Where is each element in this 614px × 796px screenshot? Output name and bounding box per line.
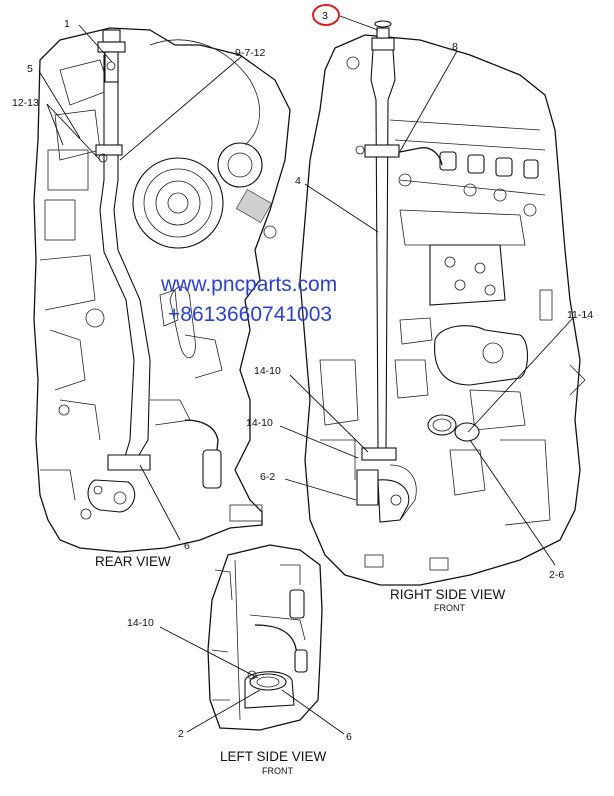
right-view-leaders [279, 15, 574, 566]
highlight-circle-callout-3 [312, 4, 340, 26]
callout-2-left: 2 [178, 728, 184, 740]
left-view-title: LEFT SIDE VIEW [220, 749, 327, 764]
left-view-drawing [207, 544, 323, 731]
rear-view-title: REAR VIEW [95, 554, 171, 569]
callout-8: 8 [452, 41, 458, 53]
right-view-subtitle: FRONT [434, 603, 465, 613]
injector-caps [439, 151, 539, 179]
callout-1: 1 [64, 18, 70, 30]
callout-14-10-a: 14-10 [254, 365, 281, 377]
callout-14-10-b: 14-10 [246, 417, 273, 429]
right-view-drawing [299, 20, 586, 586]
watermark-url: www.pncparts.com [160, 273, 337, 296]
left-view-subtitle: FRONT [262, 766, 293, 776]
callout-6-left: 6 [346, 731, 352, 743]
left-view-leaders [159, 626, 345, 735]
callout-6-2: 6-2 [260, 471, 275, 483]
callout-9-7-12: 9-7-12 [235, 47, 266, 59]
callout-5: 5 [27, 63, 33, 75]
callout-6-rear: 6 [184, 540, 190, 552]
rear-view-leaders [38, 24, 243, 541]
callout-4: 4 [295, 175, 301, 187]
right-view-title: RIGHT SIDE VIEW [390, 587, 506, 602]
callout-3: 3 [322, 10, 328, 22]
callout-14-10-left: 14-10 [127, 617, 154, 629]
callout-labels: 1 5 12-13 9-7-12 6 3 8 4 14-10 14-10 6-2… [12, 10, 593, 743]
watermark-phone: +8613660741003 [168, 303, 332, 326]
callout-2-6: 2-6 [549, 569, 564, 581]
callout-12-13: 12-13 [12, 97, 39, 109]
callout-11-14: 11-14 [567, 309, 593, 321]
view-titles: REAR VIEW RIGHT SIDE VIEW FRONT LEFT SID… [95, 554, 506, 776]
watermark: www.pncparts.com +8613660741003 [160, 273, 337, 326]
rear-view-drawing [33, 27, 291, 553]
